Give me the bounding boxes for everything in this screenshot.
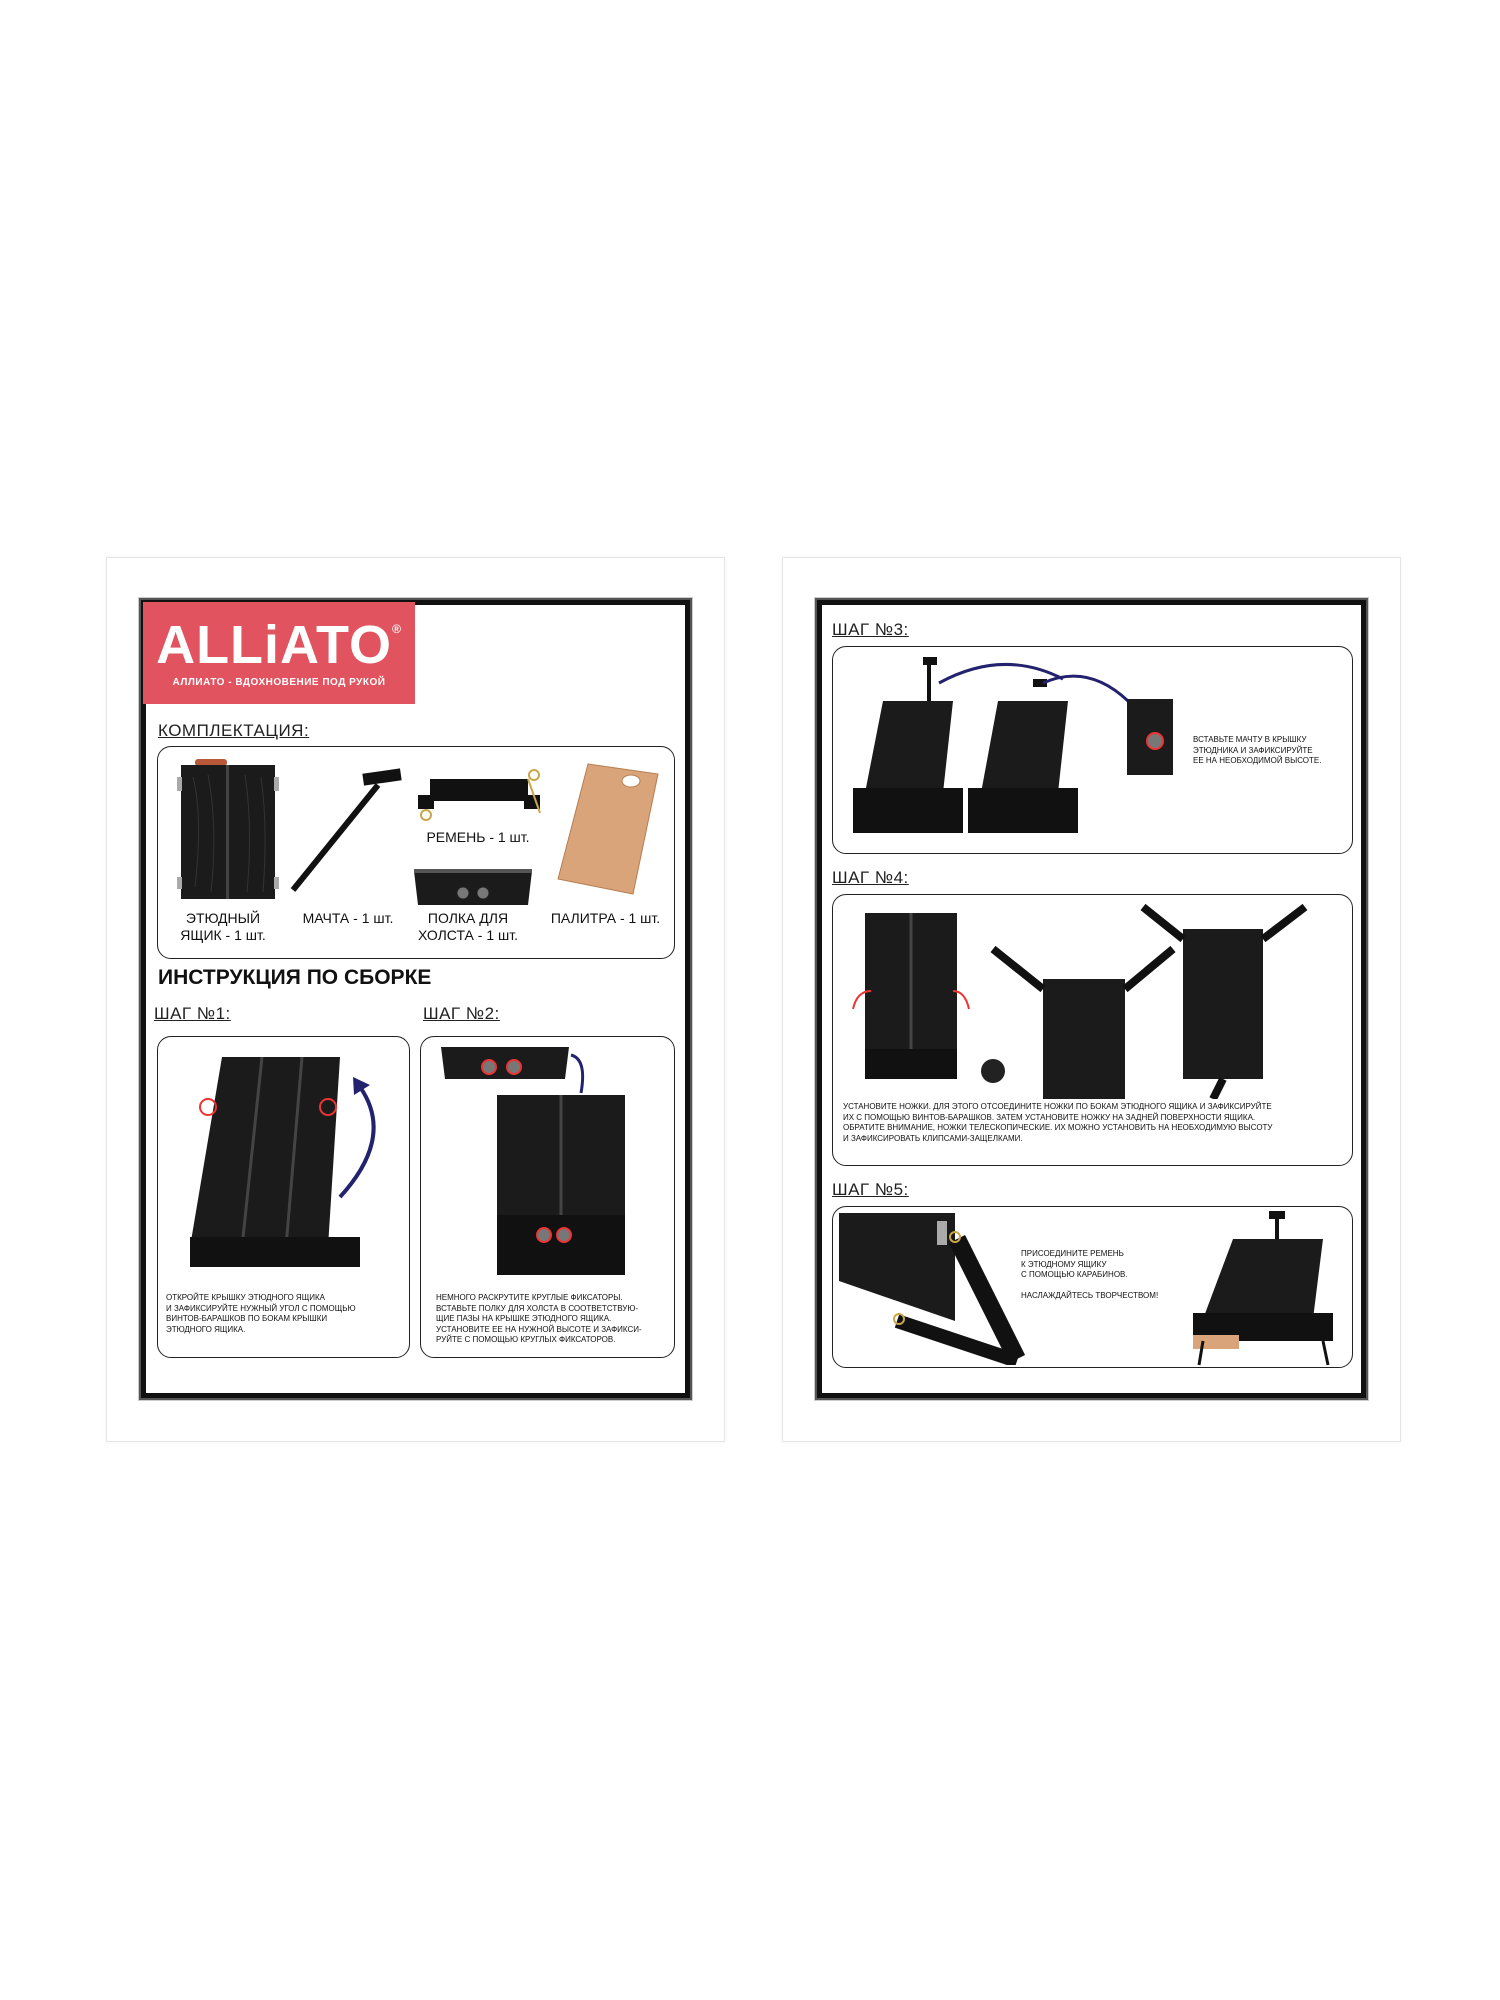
instruction-page-left: ALLiATO® АЛЛИАТО - ВДОХНОВЕНИЕ ПОД РУКОЙ…: [106, 557, 725, 1442]
step-4-image: [852, 903, 1308, 1099]
mast-image: [290, 768, 402, 892]
kit-item-label-strap: РЕМЕНЬ - 1 шт.: [426, 829, 530, 845]
step-4-title: ШАГ №4:: [832, 868, 909, 887]
step-2-box: Немного раскрутите круглые фиксаторы. Вс…: [420, 1036, 675, 1358]
kit-item-label-shelf: ПОЛКА ДЛЯ ХОЛСТА - 1 шт.: [418, 910, 518, 943]
page-frame: [817, 600, 1366, 1398]
step-3-detail-image: [1127, 699, 1173, 775]
instruction-page-right: ШАГ №3: Вставьте мачту в крышку этюдника…: [782, 557, 1401, 1442]
kit-box: РЕМЕНЬ - 1 шт. ЭТЮДНЫЙ ЯЩИК - 1 шт. МАЧТ…: [157, 746, 675, 959]
step-3-title: ШАГ №3:: [832, 620, 909, 639]
brand-logo: ALLiATO®: [156, 615, 402, 675]
palette-image: [557, 763, 659, 895]
step-5-easel-image: [1193, 1211, 1333, 1366]
kit-heading: КОМПЛЕКТАЦИЯ:: [158, 721, 310, 740]
step-2-image: [441, 1047, 625, 1275]
step-1-box: Откройте крышку этюдного ящика и зафикси…: [157, 1036, 410, 1358]
step-2-text: Немного раскрутите круглые фиксаторы. Вс…: [436, 1293, 642, 1344]
step-3-box: Вставьте мачту в крышку этюдника и зафик…: [832, 646, 1353, 854]
step-4-text: Установите ножки. Для этого отсоедините …: [843, 1102, 1273, 1143]
kit-item-label-mast: МАЧТА - 1 шт.: [302, 910, 394, 926]
step-4-box: Установите ножки. Для этого отсоедините …: [832, 894, 1353, 1166]
brand-banner: ALLiATO® АЛЛИАТО - ВДОХНОВЕНИЕ ПОД РУКОЙ: [143, 602, 415, 704]
step-3-text: Вставьте мачту в крышку этюдника и зафик…: [1193, 735, 1322, 765]
step-2-title: ШАГ №2:: [423, 1004, 500, 1023]
kit-item-label-box: ЭТЮДНЫЙ ЯЩИК - 1 шт.: [180, 910, 266, 943]
assembly-heading: ИНСТРУКЦИЯ ПО СБОРКЕ: [158, 966, 432, 989]
strap-image: [418, 769, 541, 821]
step-3-image: [853, 657, 1130, 833]
canvas-shelf-image: [414, 869, 532, 905]
step-5-title: ШАГ №5:: [832, 1180, 909, 1199]
step-5-box: Присоедините ремень к этюдному ящику с п…: [832, 1206, 1353, 1368]
step-5-strap-image: [839, 1213, 1026, 1365]
step-1-image: [190, 1056, 376, 1267]
page-frame: [141, 600, 690, 1398]
step-5-text: Присоедините ремень к этюдному ящику с п…: [1021, 1249, 1159, 1300]
step-1-title: ШАГ №1:: [154, 1004, 231, 1023]
step-1-text: Откройте крышку этюдного ящика и зафикси…: [166, 1293, 356, 1334]
sketch-box-image: [177, 759, 279, 899]
brand-tagline: АЛЛИАТО - ВДОХНОВЕНИЕ ПОД РУКОЙ: [172, 677, 386, 688]
kit-item-label-palette: ПАЛИТРА - 1 шт.: [550, 910, 661, 926]
